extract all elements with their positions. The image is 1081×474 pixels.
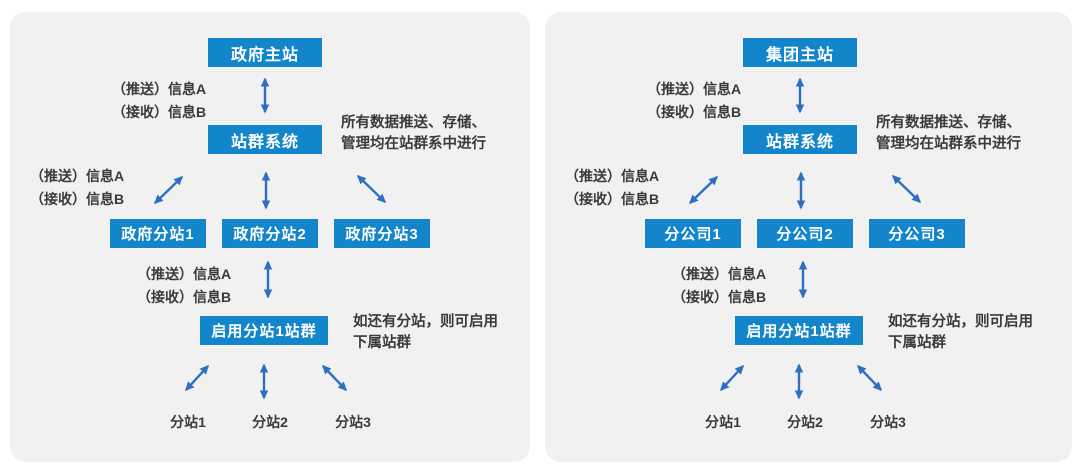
push-line: （推送）信息A [112, 81, 207, 97]
side-note-subcluster: 如还有分站，则可启用 下属站群 [353, 312, 498, 354]
arrow-subhub-leaf3 [322, 364, 347, 392]
arrow-subhub-leaf3 [857, 364, 882, 392]
receive-line: （接收）信息B [647, 104, 742, 120]
node-branch-1: 分公司1 [645, 219, 741, 248]
push-line: （推送）信息A [30, 168, 125, 184]
leaf-subsite-3: 分站3 [335, 414, 371, 430]
node-branch-1: 政府分站1 [110, 219, 206, 248]
note-line: 如还有分站，则可启用 [353, 314, 498, 330]
note-line: 所有数据推送、存储、 [876, 115, 1021, 131]
note-line: 下属站群 [353, 335, 411, 351]
node-cluster-system: 站群系统 [743, 125, 857, 154]
arrow-subhub-leaf1 [720, 364, 744, 392]
node-cluster-system: 站群系统 [208, 125, 322, 154]
node-branch-3: 政府分站3 [334, 219, 430, 248]
node-enable-subcluster: 启用分站1站群 [735, 316, 863, 345]
arrow-hub-branch3 [891, 175, 922, 203]
leaf-subsite-2: 分站2 [787, 414, 823, 430]
note-line: 如还有分站，则可启用 [888, 314, 1033, 330]
node-enable-subcluster: 启用分站1站群 [200, 316, 328, 345]
panel-government-cluster: 政府主站 站群系统 政府分站1 政府分站2 政府分站3 启用分站1站群 （推送）… [10, 12, 530, 462]
note-line: 管理均在站群系中进行 [876, 136, 1021, 152]
node-branch-3: 分公司3 [869, 219, 965, 248]
push-receive-annotation-1: （推送）信息A （接收）信息B [647, 78, 741, 124]
node-branch-2: 政府分站2 [222, 219, 318, 248]
receive-line: （接收）信息B [30, 191, 125, 207]
node-branch-2: 分公司2 [757, 219, 853, 248]
push-receive-annotation-1: （推送）信息A （接收）信息B [112, 78, 206, 124]
leaf-subsite-1: 分站1 [170, 414, 206, 430]
panel-corporate-cluster: 集团主站 站群系统 分公司1 分公司2 分公司3 启用分站1站群 （推送）信息A… [545, 12, 1072, 462]
note-line: 下属站群 [888, 335, 946, 351]
receive-line: （接收）信息B [112, 104, 207, 120]
push-receive-annotation-2: （推送）信息A （接收）信息B [565, 165, 659, 211]
arrow-subhub-leaf1 [185, 364, 209, 392]
push-receive-annotation-3: （推送）信息A （接收）信息B [137, 263, 231, 309]
side-note-data-storage: 所有数据推送、存储、 管理均在站群系中进行 [876, 113, 1021, 155]
arrow-hub-branch1 [153, 176, 184, 204]
push-line: （推送）信息A [647, 81, 742, 97]
node-main-site: 集团主站 [743, 38, 857, 67]
leaf-subsite-2: 分站2 [252, 414, 288, 430]
side-note-subcluster: 如还有分站，则可启用 下属站群 [888, 312, 1033, 354]
receive-line: （接收）信息B [137, 289, 232, 305]
node-main-site: 政府主站 [208, 38, 322, 67]
push-receive-annotation-3: （推送）信息A （接收）信息B [672, 263, 766, 309]
push-line: （推送）信息A [565, 168, 660, 184]
push-line: （推送）信息A [137, 266, 232, 282]
push-receive-annotation-2: （推送）信息A （接收）信息B [30, 165, 124, 211]
arrow-hub-branch3 [356, 175, 387, 203]
arrow-hub-branch1 [688, 176, 719, 204]
note-line: 管理均在站群系中进行 [341, 136, 486, 152]
note-line: 所有数据推送、存储、 [341, 115, 486, 131]
push-line: （推送）信息A [672, 266, 767, 282]
leaf-subsite-3: 分站3 [870, 414, 906, 430]
receive-line: （接收）信息B [565, 191, 660, 207]
receive-line: （接收）信息B [672, 289, 767, 305]
side-note-data-storage: 所有数据推送、存储、 管理均在站群系中进行 [341, 113, 486, 155]
leaf-subsite-1: 分站1 [705, 414, 741, 430]
